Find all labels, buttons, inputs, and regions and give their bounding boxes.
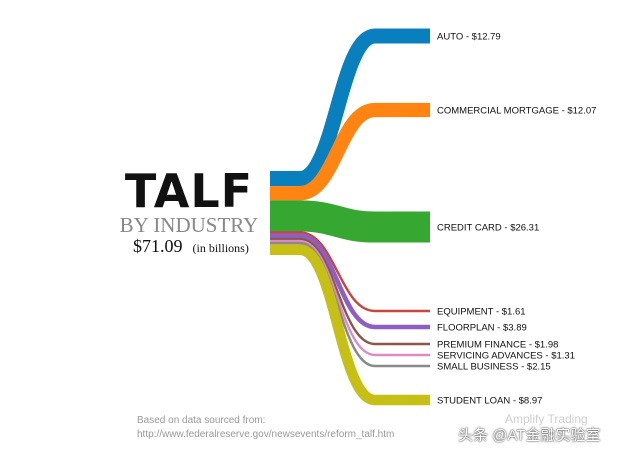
watermark-small: Amplify Trading	[505, 412, 588, 426]
label-premium-finance: PREMIUM FINANCE - $1.98	[437, 340, 558, 351]
total-unit: (in billions)	[192, 241, 249, 255]
flow-credit-card	[270, 200, 430, 243]
flow-servicing-advances	[270, 239, 430, 357]
total-value: $71.09	[133, 236, 183, 256]
label-credit-card: CREDIT CARD - $26.31	[437, 223, 539, 234]
label-student-loan: STUDENT LOAN - $8.97	[437, 396, 542, 407]
label-floorplan: FLOORPLAN - $3.89	[437, 323, 527, 334]
chart-subtitle: BY INDUSTRY	[119, 213, 259, 237]
flow-student-loan	[270, 244, 430, 406]
source-line-1: Based on data sourced from:	[137, 415, 266, 426]
flow-premium-finance	[270, 237, 430, 346]
label-auto: AUTO - $12.79	[437, 32, 501, 43]
label-small-business: SMALL BUSINESS - $2.15	[437, 362, 551, 373]
label-servicing-advances: SERVICING ADVANCES - $1.31	[437, 351, 575, 362]
chart-title: TALF	[124, 164, 254, 218]
flow-auto	[270, 28, 430, 187]
flow-floorplan	[270, 233, 430, 330]
source-note: Based on data sourced from: http://www.f…	[137, 414, 394, 442]
flow-commercial-mortgage	[270, 102, 430, 201]
watermark-main: 头条 @AT金融实验室	[458, 427, 601, 444]
source-line-2: http://www.federalreserve.gov/newsevents…	[137, 429, 395, 440]
flow-group	[270, 28, 430, 406]
flow-equipment	[270, 231, 430, 313]
flow-small-business	[270, 241, 430, 368]
label-commercial-mortgage: COMMERCIAL MORTGAGE - $12.07	[437, 106, 596, 117]
total-amount: $71.09 (in billions)	[133, 236, 249, 257]
label-equipment: EQUIPMENT - $1.61	[437, 307, 526, 318]
